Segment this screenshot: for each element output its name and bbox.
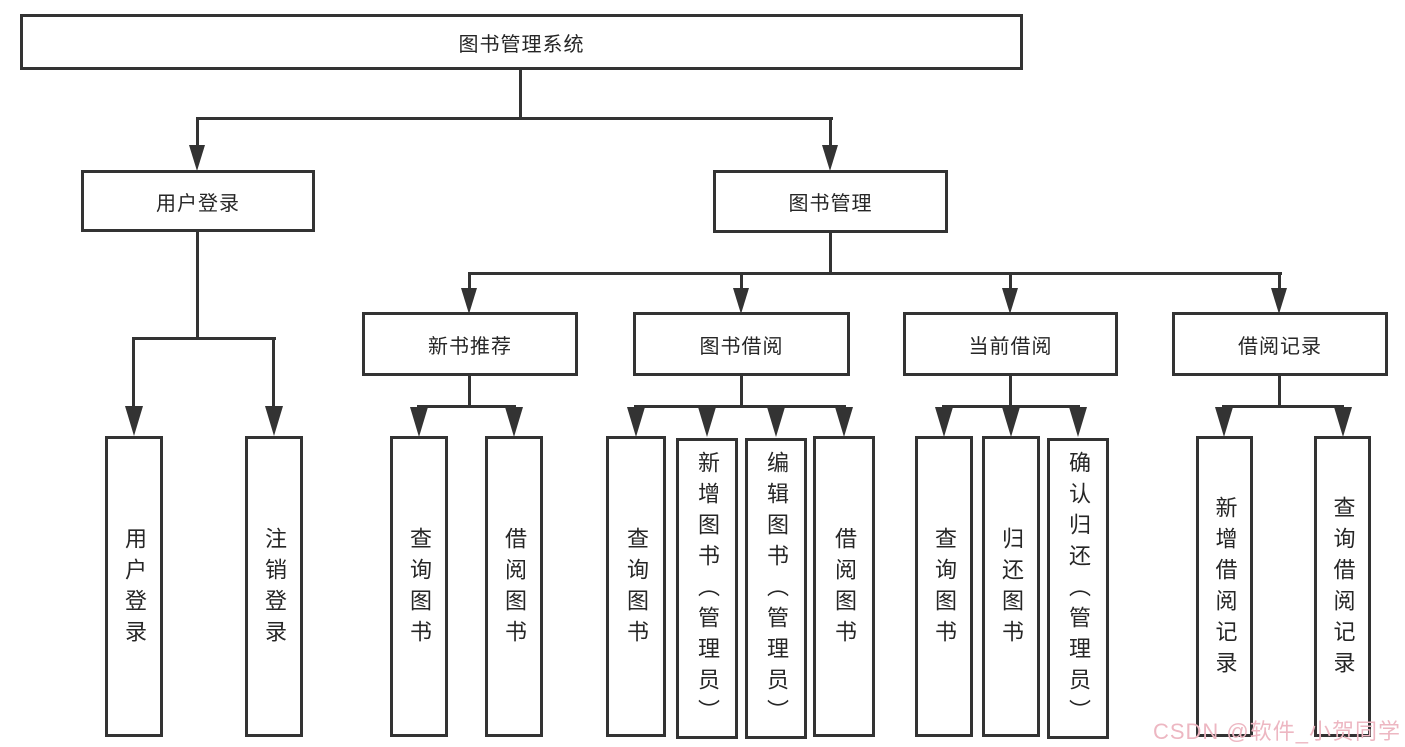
arrow-down-icon	[189, 145, 205, 171]
connector-userlogin-shaft	[196, 117, 199, 147]
leaf-currentborrow-confirm-admin: 确认归还（管理员）	[1047, 438, 1109, 739]
leaf-bookborrow-edit-admin: 编辑图书（管理员）	[745, 438, 807, 739]
leaf-records-add: 新增借阅记录	[1196, 436, 1253, 737]
arrow-down-icon	[935, 407, 953, 437]
connector-bookmgmt-shaft	[829, 117, 832, 147]
csdn-watermark: CSDN @软件_小贺同学	[1152, 719, 1401, 744]
connector-bookmgmt-stem	[829, 233, 832, 274]
node-new-book-recommend: 新书推荐	[362, 312, 578, 376]
node-current-borrow: 当前借阅	[903, 312, 1118, 376]
connector-currentborrow-shaft	[1009, 272, 1012, 290]
leaf-newbook-borrow: 借阅图书	[485, 436, 543, 737]
connector-root-spread	[196, 117, 833, 120]
leaf-newbook-search: 查询图书	[390, 436, 448, 737]
connector-userlogin-spread	[132, 337, 276, 340]
connector-newbook-shaft	[468, 272, 471, 290]
arrow-down-icon	[1002, 407, 1020, 437]
connector-bookborrow-spread	[634, 405, 846, 408]
connector-bookborrow-stem	[740, 376, 743, 407]
leaf-bookborrow-borrow: 借阅图书	[813, 436, 875, 737]
arrow-down-icon	[835, 407, 853, 437]
arrow-down-icon	[698, 407, 716, 437]
arrow-down-icon	[505, 407, 523, 437]
connector-userlogin-stem	[196, 232, 199, 339]
connector-currentborrow-stem	[1009, 376, 1012, 407]
leaf-currentborrow-return: 归还图书	[982, 436, 1040, 737]
leaf-records-search: 查询借阅记录	[1314, 436, 1371, 737]
connector-borrowrecords-shaft	[1278, 272, 1281, 290]
connector-borrowrecords-stem	[1278, 376, 1281, 407]
node-book-management: 图书管理	[713, 170, 948, 233]
arrow-down-icon	[822, 145, 838, 171]
leaf-logout: 注销登录	[245, 436, 303, 737]
leaf-bookborrow-search: 查询图书	[606, 436, 666, 737]
node-user-login: 用户登录	[81, 170, 315, 232]
arrow-down-icon	[1002, 288, 1018, 314]
node-root: 图书管理系统	[20, 14, 1023, 70]
arrow-down-icon	[125, 406, 143, 436]
leaf-bookborrow-add-admin: 新增图书（管理员）	[676, 438, 738, 739]
arrow-down-icon	[1271, 288, 1287, 314]
connector-bookmgmt-spread	[468, 272, 1282, 275]
arrow-down-icon	[733, 288, 749, 314]
arrow-down-icon	[461, 288, 477, 314]
arrow-down-icon	[627, 407, 645, 437]
leaf-currentborrow-search: 查询图书	[915, 436, 973, 737]
arrow-down-icon	[767, 407, 785, 437]
connector-newbook-spread	[417, 405, 516, 408]
connector-borrowrecords-spread	[1222, 405, 1344, 408]
connector-bookborrow-shaft	[740, 272, 743, 290]
node-borrow-records: 借阅记录	[1172, 312, 1388, 376]
connector-leaf-shaft	[272, 337, 275, 409]
arrow-down-icon	[1334, 407, 1352, 437]
node-book-borrow: 图书借阅	[633, 312, 850, 376]
arrow-down-icon	[410, 407, 428, 437]
arrow-down-icon	[265, 406, 283, 436]
arrow-down-icon	[1215, 407, 1233, 437]
leaf-user-login: 用户登录	[105, 436, 163, 737]
connector-root-stem	[519, 70, 522, 119]
arrow-down-icon	[1069, 407, 1087, 437]
connector-newbook-stem	[468, 376, 471, 407]
connector-leaf-shaft	[132, 337, 135, 409]
